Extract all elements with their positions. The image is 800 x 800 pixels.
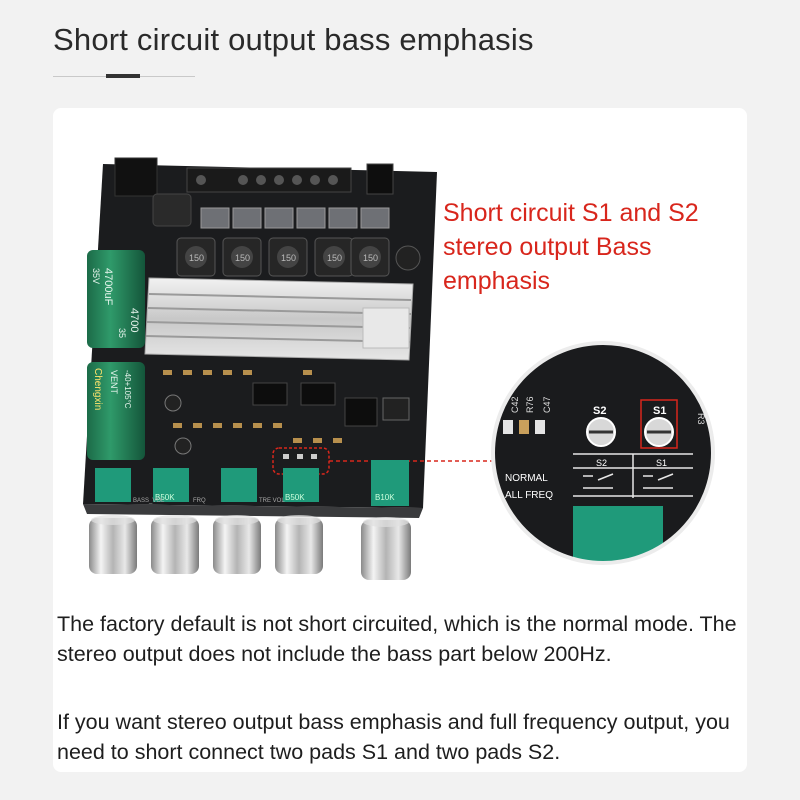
svg-text:35V: 35V: [91, 268, 101, 284]
svg-text:S2: S2: [596, 458, 607, 468]
dc-jack: [114, 157, 158, 197]
inductor-row: 150 150 150 150 150: [176, 237, 390, 277]
callout-line-1: Short circuit S1 and S2: [443, 199, 699, 227]
svg-text:4700uF: 4700uF: [102, 268, 114, 306]
svg-text:150: 150: [363, 253, 378, 263]
audio-jack: [366, 163, 394, 195]
svg-text:VENT: VENT: [109, 370, 119, 395]
svg-text:B10K: B10K: [375, 493, 395, 502]
terminal-block: [186, 167, 352, 193]
svg-text:150: 150: [327, 253, 342, 263]
svg-text:S2: S2: [593, 405, 606, 417]
svg-text:NORMAL: NORMAL: [505, 473, 548, 484]
svg-text:B50K: B50K: [285, 493, 305, 502]
capacitor-top: 4700uF 35V 4700 35: [87, 250, 145, 348]
svg-text:150: 150: [281, 253, 296, 263]
content-card: 150 150 150 150 150 4700uF 35V 4700 35 C…: [53, 108, 747, 772]
svg-text:-40+105°C: -40+105°C: [123, 370, 132, 409]
svg-text:BASS_VOL: BASS_VOL: [133, 498, 165, 504]
svg-text:4700: 4700: [128, 308, 140, 332]
svg-text:C42: C42: [510, 396, 520, 413]
callout-line-3: emphasis: [443, 267, 550, 295]
svg-text:R3: R3: [696, 413, 706, 425]
svg-text:150: 150: [189, 253, 204, 263]
volume-knobs: [89, 515, 411, 580]
capacitor-bottom: Chengxin VENT -40+105°C: [87, 362, 145, 460]
svg-text:Chengxin: Chengxin: [92, 368, 103, 410]
pad-s1-highlight: [640, 399, 678, 449]
paragraph-default-mode: The factory default is not short circuit…: [57, 612, 737, 666]
callout-line-2: stereo output Bass: [443, 233, 652, 261]
amplifier-board-photo: 150 150 150 150 150 4700uF 35V 4700 35 C…: [83, 157, 715, 580]
zoom-inset: C42 C47 R76 S2 S1 R3: [491, 341, 715, 565]
inductor: [152, 193, 192, 227]
page-title: Short circuit output bass emphasis: [53, 22, 534, 57]
svg-text:S1: S1: [656, 458, 667, 468]
svg-text:C47: C47: [542, 396, 552, 413]
svg-text:S1: S1: [653, 405, 666, 417]
svg-text:R76: R76: [525, 396, 535, 413]
pad-mode-table: [573, 453, 693, 498]
svg-text:TRE VOL: TRE VOL: [259, 498, 285, 504]
title-accent-bar: [106, 74, 140, 78]
callout-text: Short circuit S1 and S2 stereo output Ba…: [443, 196, 743, 298]
svg-text:ALL FREQ: ALL FREQ: [505, 490, 553, 501]
svg-text:150: 150: [235, 253, 250, 263]
svg-text:35: 35: [117, 328, 127, 338]
svg-text:FRQ: FRQ: [193, 498, 206, 504]
paragraph-bass-emphasis: If you want stereo output bass emphasis …: [57, 710, 730, 764]
svg-text:B50K: B50K: [155, 493, 175, 502]
potentiometer-bodies: [95, 460, 409, 506]
